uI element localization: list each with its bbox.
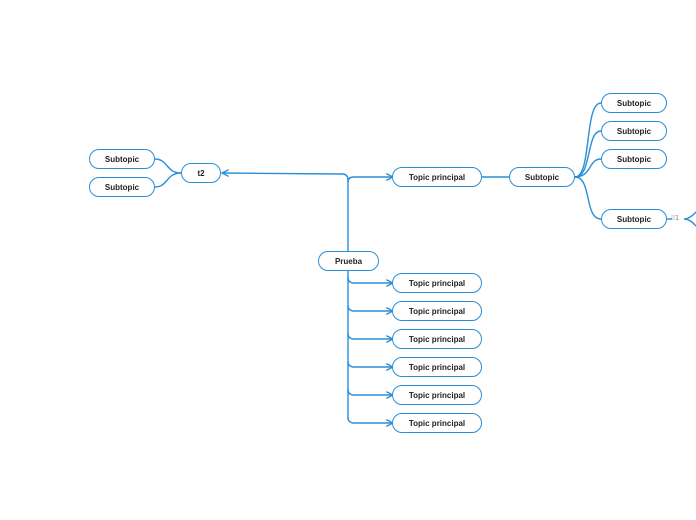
topic-principal-2-label: Topic principal bbox=[408, 306, 466, 316]
connector-to-topic-5 bbox=[347, 388, 393, 395]
subtopic-child-4-label: Subtopic bbox=[616, 214, 652, 224]
collapse-grip-icon: ⁞⁞ bbox=[671, 214, 675, 222]
subtopic-child-2[interactable]: Subtopic bbox=[601, 121, 667, 141]
subtopic-child-4[interactable]: Subtopic bbox=[601, 209, 667, 229]
topic-principal-5-label: Topic principal bbox=[408, 390, 466, 400]
subtopic-child-1[interactable]: Subtopic bbox=[601, 93, 667, 113]
t2-subtopic-1-label: Subtopic bbox=[104, 154, 140, 164]
central-topic-label: Prueba bbox=[334, 256, 363, 266]
offscreen-branch-connector bbox=[683, 211, 696, 227]
connector-to-topic-6 bbox=[347, 416, 393, 423]
topic-principal-5[interactable]: Topic principal bbox=[392, 385, 482, 405]
topic-t2-label: t2 bbox=[197, 168, 205, 178]
connector-to-topic-4 bbox=[347, 360, 393, 367]
t2-subtopic-2-label: Subtopic bbox=[104, 182, 140, 192]
collapsed-children-badge[interactable]: ⁞⁞1 bbox=[671, 214, 679, 222]
connector-subtopic-child-2 bbox=[574, 130, 602, 178]
central-topic-prueba[interactable]: Prueba bbox=[318, 251, 379, 271]
topic-principal-1-label: Topic principal bbox=[408, 278, 466, 288]
subtopic-child-3-label: Subtopic bbox=[616, 154, 652, 164]
main-topic-label: Topic principal bbox=[408, 172, 466, 182]
topic-principal-4[interactable]: Topic principal bbox=[392, 357, 482, 377]
subtopic-child-2-label: Subtopic bbox=[616, 126, 652, 136]
t2-subtopic-1[interactable]: Subtopic bbox=[89, 149, 155, 169]
connector-to-topic-2 bbox=[347, 304, 393, 311]
connector-to-t2 bbox=[222, 173, 349, 181]
topic-principal-1[interactable]: Topic principal bbox=[392, 273, 482, 293]
main-subtopic[interactable]: Subtopic bbox=[509, 167, 575, 187]
topic-principal-2[interactable]: Topic principal bbox=[392, 301, 482, 321]
connector-to-topic-1 bbox=[347, 276, 393, 283]
topic-principal-3-label: Topic principal bbox=[408, 334, 466, 344]
collapsed-count: 1 bbox=[674, 214, 680, 222]
connector-t2-subtopic-2 bbox=[154, 172, 182, 188]
connector-subtopic-child-1 bbox=[574, 102, 602, 178]
main-topic-principal[interactable]: Topic principal bbox=[392, 167, 482, 187]
connector-subtopic-child-4 bbox=[574, 176, 602, 220]
subtopic-child-3[interactable]: Subtopic bbox=[601, 149, 667, 169]
connector-to-main-topic bbox=[347, 177, 393, 183]
subtopic-child-1-label: Subtopic bbox=[616, 98, 652, 108]
connector-to-topic-3 bbox=[347, 332, 393, 339]
topic-t2[interactable]: t2 bbox=[181, 163, 221, 183]
topic-principal-3[interactable]: Topic principal bbox=[392, 329, 482, 349]
connector-t2-subtopic-1 bbox=[154, 158, 182, 174]
topic-principal-6[interactable]: Topic principal bbox=[392, 413, 482, 433]
t2-subtopic-2[interactable]: Subtopic bbox=[89, 177, 155, 197]
topic-principal-4-label: Topic principal bbox=[408, 362, 466, 372]
topic-principal-6-label: Topic principal bbox=[408, 418, 466, 428]
connector-subtopic-child-3 bbox=[574, 158, 602, 178]
main-subtopic-label: Subtopic bbox=[524, 172, 560, 182]
